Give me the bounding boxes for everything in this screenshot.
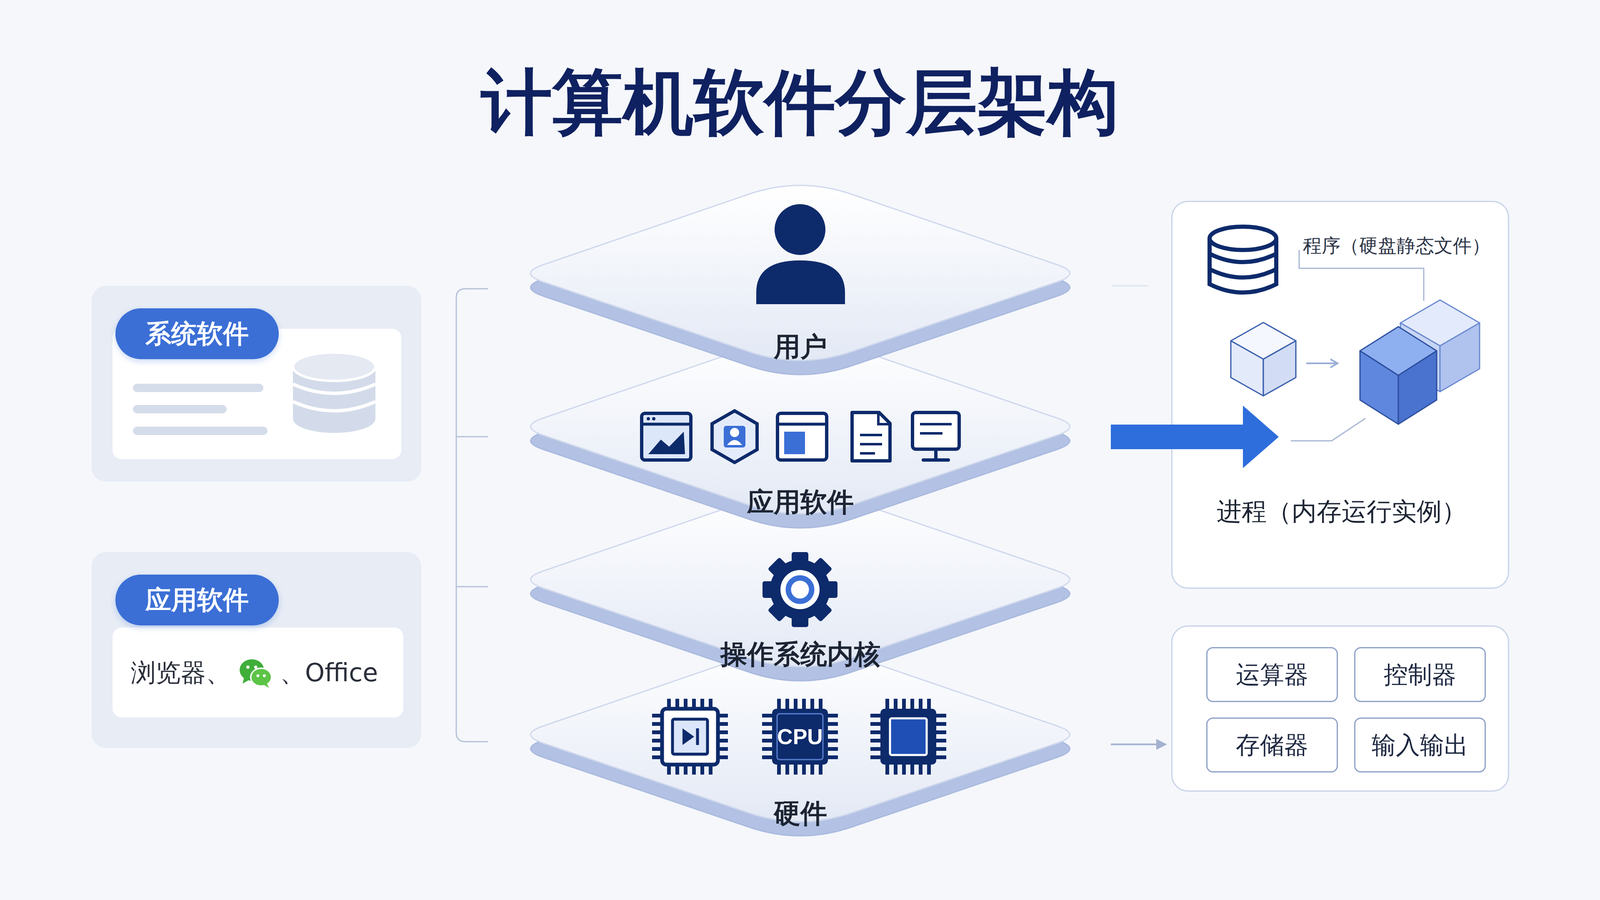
category-pill: 系统软件	[115, 308, 279, 360]
arrow-head	[1242, 405, 1279, 469]
component-box: 控制器	[1354, 647, 1486, 703]
component-label: 存储器	[1235, 730, 1309, 760]
panel: 系统软件	[91, 285, 422, 482]
category-pill: 应用软件	[115, 574, 279, 626]
panel-caption: 进程（内存运行实例）	[1172, 494, 1511, 528]
arrow-head	[1156, 739, 1168, 750]
panel: 应用软件浏览器、 、Office	[91, 552, 422, 748]
layer-label: 应用软件	[515, 485, 1085, 519]
component-box: 存储器	[1206, 717, 1338, 773]
layer-label: 用户	[515, 330, 1085, 364]
chip-label: CPU	[737, 722, 863, 752]
layer-label: 硬件	[515, 796, 1085, 830]
panel: 运算器 控制器存储器 输入输出	[1171, 625, 1510, 792]
layer-label: 操作系统内核	[515, 637, 1085, 671]
panel: 程序（硬盘静态文件） 进程（内存运行实例）	[1171, 200, 1510, 589]
component-label: 输入输出	[1371, 730, 1469, 760]
layer-band: 用户	[515, 173, 1085, 393]
connector-line	[1110, 743, 1158, 746]
example-box: 浏览器、 、Office	[112, 627, 404, 718]
grouping-bracket	[456, 288, 488, 742]
connector-arrow	[1110, 739, 1168, 750]
component-box: 运算器	[1206, 647, 1338, 703]
wechat-icon	[237, 656, 274, 689]
annotation-label: 程序（硬盘静态文件）	[1302, 233, 1508, 259]
connector-line	[1110, 424, 1244, 450]
example-text: 浏览器、	[130, 655, 231, 690]
diagram-title: 计算机软件分层架构	[0, 58, 1600, 146]
component-box: 输入输出	[1354, 717, 1486, 773]
example-text: 、Office	[280, 655, 378, 690]
faint-line	[1112, 285, 1148, 287]
flow-arrow	[1110, 405, 1279, 469]
component-label: 运算器	[1235, 660, 1309, 690]
component-label: 控制器	[1383, 660, 1457, 690]
